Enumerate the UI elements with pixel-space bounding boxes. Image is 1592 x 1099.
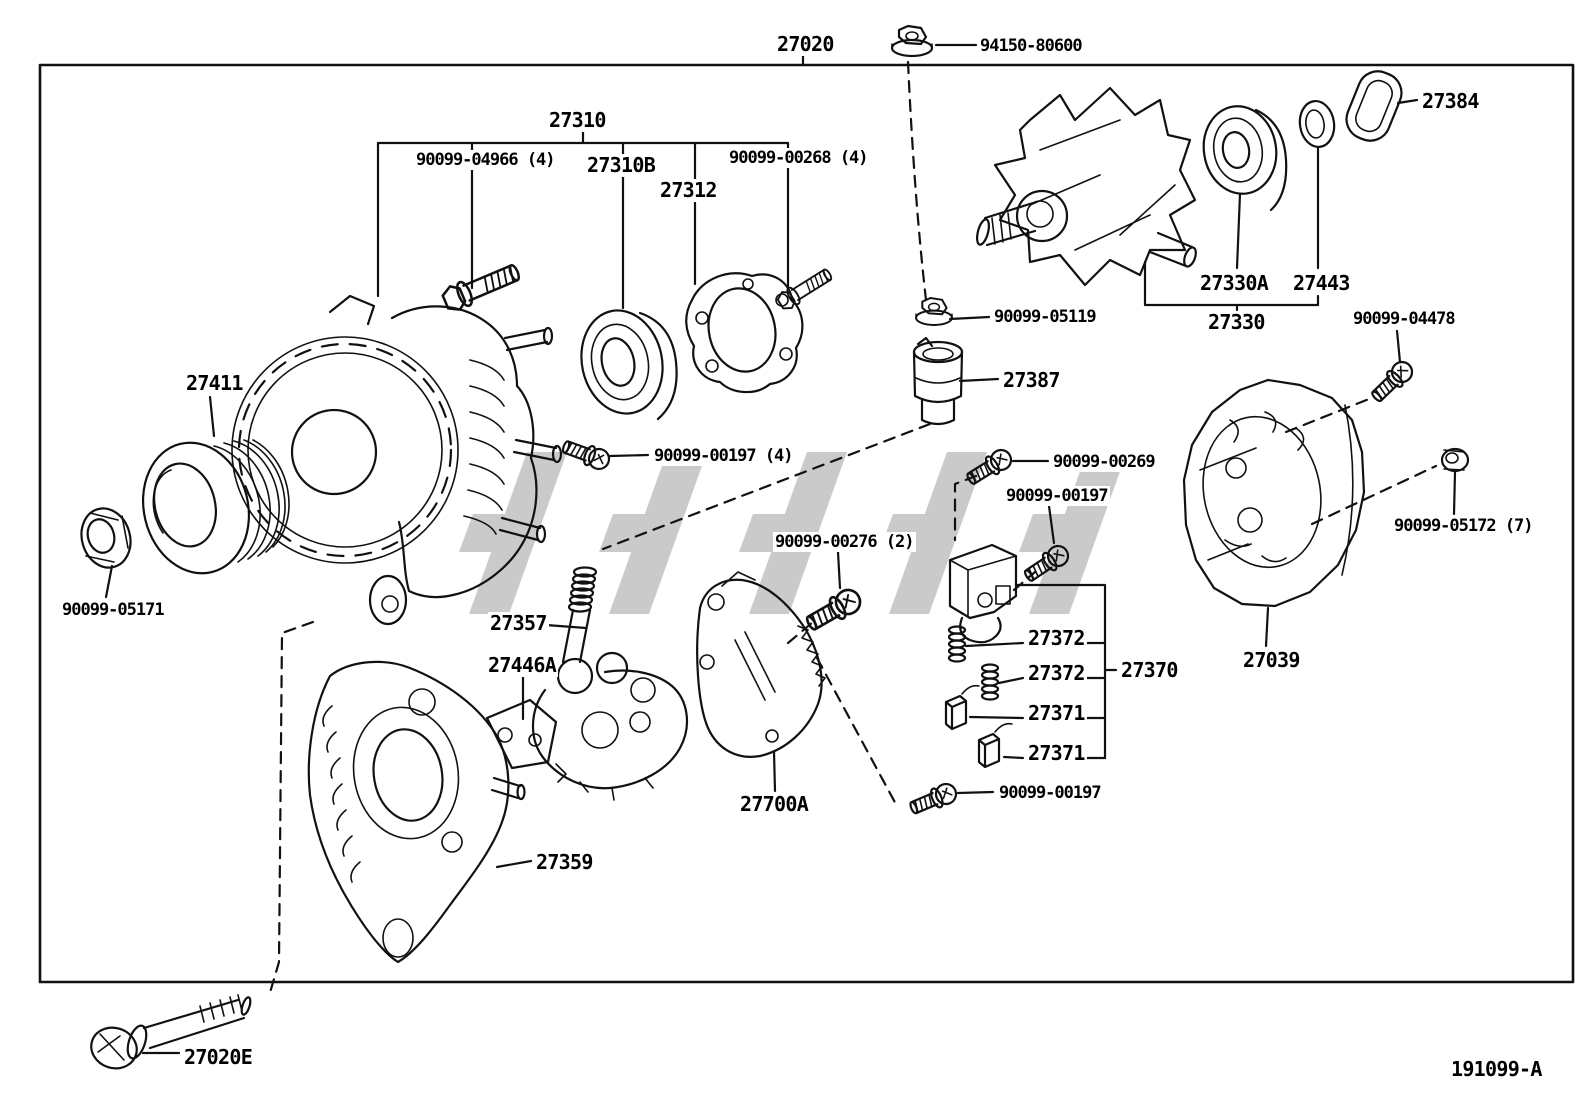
nut-05172-drawing (1440, 447, 1470, 473)
part-label-27371-2: 27371 (1026, 741, 1087, 765)
flange-nut-94150-drawing (890, 24, 934, 58)
part-label-90099-05171: 90099-05171 (60, 600, 166, 620)
through-bolt-04966-drawing (439, 258, 524, 315)
part-label-27700A: 27700A (738, 792, 811, 816)
regulator-27700A-drawing (696, 571, 826, 758)
front-bearing-drawing (580, 309, 678, 421)
part-label-27357: 27357 (488, 611, 549, 635)
screw-00197-c-drawing (906, 779, 961, 819)
part-label-27371-1: 27371 (1026, 701, 1087, 725)
seal-ring-drawing (1298, 100, 1336, 148)
assembly-dashed-lines (267, 60, 1438, 998)
part-label-90099-04966: 90099-04966 (4) (414, 150, 557, 170)
part-label-27020: 27020 (775, 32, 836, 56)
screw-04478-drawing (1366, 356, 1418, 407)
part-label-27359: 27359 (534, 850, 595, 874)
part-label-27446A: 27446A (486, 653, 559, 677)
part-label-27372-2: 27372 (1026, 661, 1087, 685)
part-label-27312: 27312 (658, 178, 719, 202)
part-label-94150-80600: 94150-80600 (978, 36, 1084, 56)
part-label-27039: 27039 (1241, 648, 1302, 672)
part-label-27370: 27370 (1119, 658, 1180, 682)
bearing-retainer-drawing (685, 272, 804, 394)
brush-spring-1-drawing (947, 625, 967, 663)
part-label-90099-00276: 90099-00276 (2) (773, 532, 916, 552)
part-label-27310B: 27310B (585, 153, 658, 177)
part-label-27020E: 27020E (182, 1045, 255, 1069)
rotor-drawing (976, 86, 1197, 287)
part-label-90099-00197-c: 90099-00197 (997, 783, 1103, 803)
part-label-90099-00268: 90099-00268 (4) (727, 148, 870, 168)
diagram-border (38, 63, 1575, 984)
rubber-27446A-drawing (485, 698, 558, 770)
brush-holder-drawing (948, 543, 1018, 644)
part-label-90099-05172: 90099-05172 (7) (1392, 516, 1535, 536)
part-label-90099-00197-4: 90099-00197 (4) (652, 446, 795, 466)
part-label-27384: 27384 (1420, 89, 1481, 113)
front-bracket-drawing (307, 660, 526, 964)
brush-spring-2-drawing (980, 663, 1000, 701)
part-label-27387: 27387 (1001, 368, 1062, 392)
rear-bearing-drawing (1202, 105, 1288, 212)
brush-2-drawing (977, 722, 1013, 769)
pulley-nut-drawing (80, 507, 132, 569)
screw-00276-drawing (801, 584, 866, 637)
part-label-90099-00197-b: 90099-00197 (1004, 486, 1110, 506)
terminal-cover-drawing (1345, 70, 1403, 142)
long-bolt-27020E-drawing (90, 994, 252, 1070)
part-label-90099-05119: 90099-05119 (992, 307, 1098, 327)
part-label-27443: 27443 (1291, 271, 1352, 295)
nut-05119-drawing (915, 297, 953, 326)
part-label-27330A: 27330A (1198, 271, 1271, 295)
pulley-drawing (141, 439, 290, 575)
rear-cover-drawing (1182, 378, 1366, 608)
part-label-27330: 27330 (1206, 310, 1267, 334)
screw-00197-4-drawing (559, 435, 613, 473)
stator-frame-drawing (231, 294, 563, 626)
part-label-27372-1: 27372 (1026, 626, 1087, 650)
part-label-90099-04478: 90099-04478 (1351, 309, 1457, 329)
terminal-assy-27357-drawing (531, 566, 688, 801)
drawing-number: 191099-A (1449, 1057, 1544, 1081)
part-label-90099-00269: 90099-00269 (1051, 452, 1157, 472)
part-label-27310: 27310 (547, 108, 608, 132)
brush-1-drawing (944, 684, 980, 731)
part-label-27411: 27411 (184, 371, 245, 395)
insulator-27387-drawing (912, 336, 964, 426)
